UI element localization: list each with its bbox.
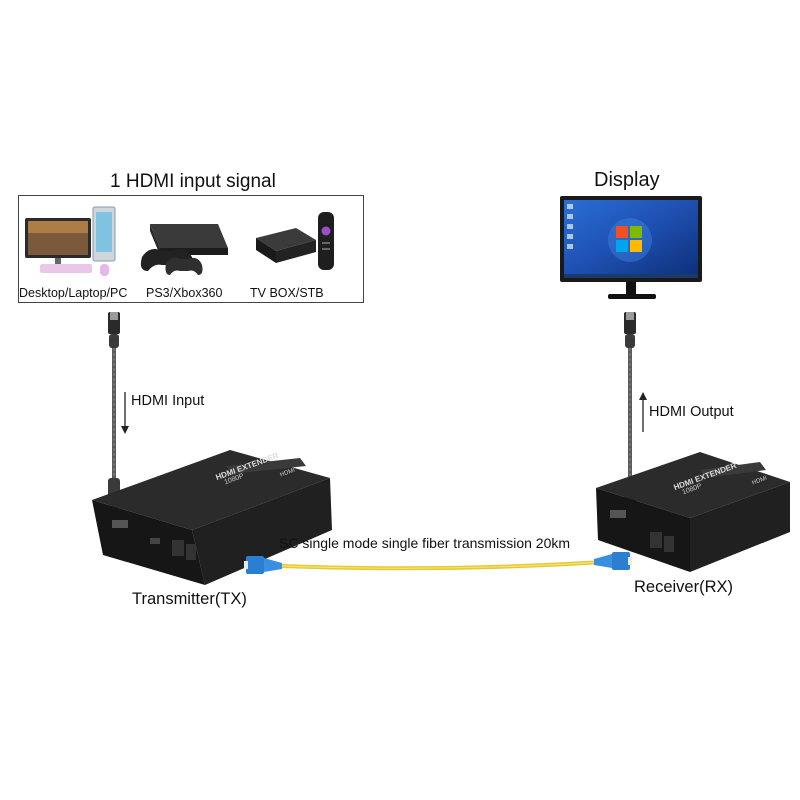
transmitter-label: Transmitter(TX) xyxy=(132,590,247,608)
fiber-optic-cable xyxy=(279,560,605,571)
transmitter-device-icon xyxy=(92,450,332,585)
display-title: Display xyxy=(594,169,660,191)
receiver-device-icon xyxy=(596,452,790,572)
sources-title: 1 HDMI input signal xyxy=(110,171,276,192)
monitor-icon xyxy=(560,196,702,299)
fiber-transmission-label: SC single mode single fiber transmission… xyxy=(279,535,571,551)
sc-connector-right-icon xyxy=(594,552,632,570)
up-arrow-icon xyxy=(639,392,647,432)
tv-box-icon xyxy=(256,212,334,270)
game-console-icon xyxy=(140,224,228,275)
receiver-label: Receiver(RX) xyxy=(634,578,734,596)
source-caption-pc: Desktop/Laptop/PC xyxy=(19,286,128,300)
hdmi-output-label: HDMI Output xyxy=(649,404,734,420)
sc-connector-left-icon xyxy=(244,556,282,574)
hdmi-input-label: HDMI Input xyxy=(131,393,205,409)
source-caption-console: PS3/Xbox360 xyxy=(146,286,223,300)
source-caption-tvbox: TV BOX/STB xyxy=(250,286,324,300)
desktop-pc-icon xyxy=(25,206,116,276)
down-arrow-icon xyxy=(121,392,129,434)
hdmi-input-cable xyxy=(108,312,120,516)
